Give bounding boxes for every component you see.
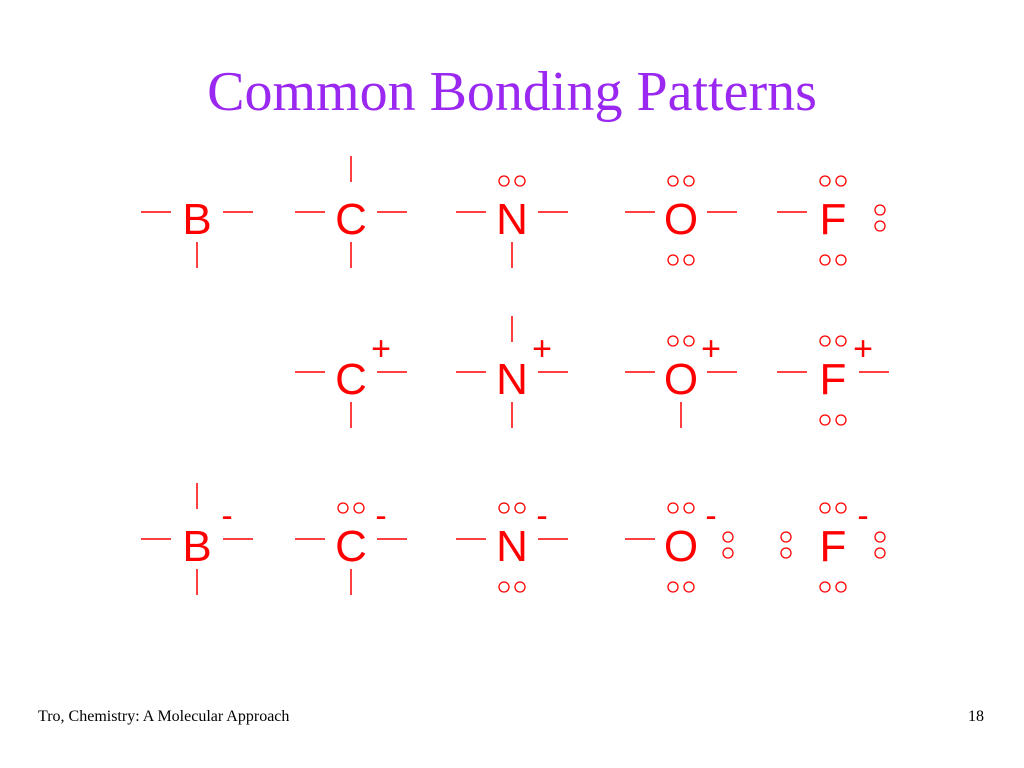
lone-pair-up	[667, 502, 695, 514]
electron-dot	[514, 175, 526, 187]
atom-symbol: F	[820, 355, 847, 404]
lone-pair-down	[819, 414, 847, 426]
formal-charge: +	[701, 330, 721, 368]
atom-symbol: N	[496, 195, 528, 244]
electron-dot	[722, 547, 734, 559]
electron-dot	[683, 175, 695, 187]
structure-neutral-o: O	[625, 175, 737, 266]
formal-charge: +	[853, 330, 873, 368]
formal-charge: -	[705, 497, 716, 535]
electron-dot	[835, 414, 847, 426]
electron-dot	[722, 531, 734, 543]
lone-pair-right	[874, 531, 886, 559]
atom-symbol: C	[335, 522, 367, 571]
atom-symbol: O	[664, 355, 698, 404]
electron-dot	[683, 254, 695, 266]
structure-negative-n: N-	[456, 497, 568, 593]
lone-pair-left	[780, 531, 792, 559]
electron-dot	[498, 502, 510, 514]
atom-symbol: F	[820, 522, 847, 571]
lone-pair-up	[819, 335, 847, 347]
formal-charge: +	[532, 330, 552, 368]
atom-symbol: O	[664, 522, 698, 571]
electron-dot	[819, 502, 831, 514]
electron-dot	[683, 335, 695, 347]
lone-pair-up	[667, 175, 695, 187]
electron-dot	[874, 220, 886, 232]
electron-dot	[819, 254, 831, 266]
lone-pair-down	[667, 254, 695, 266]
electron-dot	[514, 581, 526, 593]
structure-positive-f: F+	[777, 330, 889, 426]
lone-pair-down	[498, 581, 526, 593]
formal-charge: -	[857, 497, 868, 535]
footer-source: Tro, Chemistry: A Molecular Approach	[38, 708, 290, 725]
atom-symbol: N	[496, 355, 528, 404]
structure-negative-o: O-	[625, 497, 734, 593]
atom-symbol: C	[335, 195, 367, 244]
lone-pair-up	[337, 502, 365, 514]
atom-symbol: F	[820, 195, 847, 244]
slide-title: Common Bonding Patterns	[207, 61, 817, 123]
page-number: 18	[968, 708, 984, 725]
electron-dot	[835, 335, 847, 347]
electron-dot	[874, 531, 886, 543]
atom-symbol: O	[664, 195, 698, 244]
electron-dot	[819, 175, 831, 187]
atom-symbol: B	[182, 195, 211, 244]
lone-pair-down	[819, 581, 847, 593]
formal-charge: -	[221, 497, 232, 535]
structure-negative-c: C-	[295, 497, 407, 595]
structure-neutral-c: C	[295, 156, 407, 268]
lone-pair-down	[667, 581, 695, 593]
lone-pair-down	[819, 254, 847, 266]
structure-positive-c: C+	[295, 330, 407, 428]
electron-dot	[780, 531, 792, 543]
atom-symbol: C	[335, 355, 367, 404]
atom-symbol: B	[182, 522, 211, 571]
electron-dot	[667, 254, 679, 266]
structure-neutral-n: N	[456, 175, 568, 268]
electron-dot	[667, 175, 679, 187]
electron-dot	[819, 414, 831, 426]
formal-charge: +	[371, 330, 391, 368]
atom-symbol: N	[496, 522, 528, 571]
structure-negative-b: B-	[141, 483, 253, 595]
lone-pair-up	[498, 502, 526, 514]
lone-pair-up	[667, 335, 695, 347]
electron-dot	[874, 204, 886, 216]
lone-pair-right	[874, 204, 886, 232]
electron-dot	[819, 335, 831, 347]
electron-dot	[683, 502, 695, 514]
electron-dot	[819, 581, 831, 593]
structure-negative-f: F-	[780, 497, 886, 593]
electron-dot	[353, 502, 365, 514]
electron-dot	[835, 581, 847, 593]
electron-dot	[683, 581, 695, 593]
structure-positive-n: N+	[456, 316, 568, 428]
electron-dot	[667, 335, 679, 347]
electron-dot	[498, 581, 510, 593]
electron-dot	[780, 547, 792, 559]
electron-dot	[667, 502, 679, 514]
electron-dot	[835, 254, 847, 266]
electron-dot	[835, 502, 847, 514]
structure-neutral-b: B	[141, 195, 253, 268]
electron-dot	[498, 175, 510, 187]
formal-charge: -	[375, 497, 386, 535]
electron-dot	[874, 547, 886, 559]
electron-dot	[835, 175, 847, 187]
structure-positive-o: O+	[625, 330, 737, 428]
structure-neutral-f: F	[777, 175, 886, 266]
lone-pair-right	[722, 531, 734, 559]
lone-pair-up	[819, 175, 847, 187]
electron-dot	[514, 502, 526, 514]
lone-pair-up	[498, 175, 526, 187]
electron-dot	[337, 502, 349, 514]
lone-pair-up	[819, 502, 847, 514]
electron-dot	[667, 581, 679, 593]
formal-charge: -	[536, 497, 547, 535]
